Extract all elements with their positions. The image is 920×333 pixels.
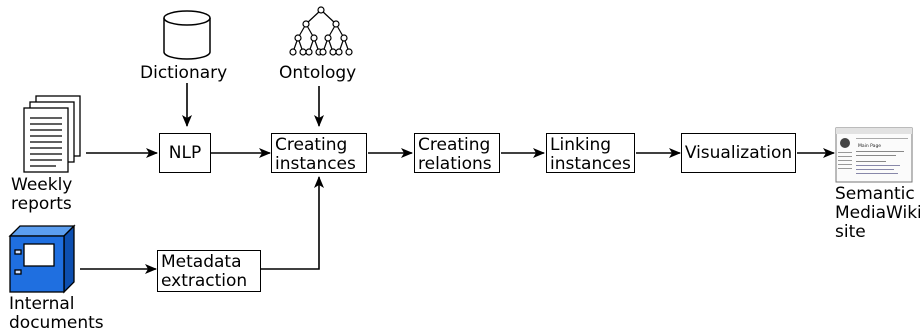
dictionary-label: Dictionary bbox=[140, 63, 228, 83]
ontology-tree-icon bbox=[289, 6, 353, 56]
documents-icon bbox=[23, 95, 81, 173]
creating-relations-box: Creating relations bbox=[414, 133, 500, 174]
binder-icon bbox=[8, 224, 76, 294]
semantic-mediawiki-site-label: Semantic MediaWiki site bbox=[835, 184, 920, 242]
arrow-metadata-instances bbox=[261, 176, 324, 270]
linking-instances-box: Linking instances bbox=[546, 133, 635, 174]
weekly-reports-label: Weekly reports bbox=[11, 175, 73, 214]
internal-documents-label: Internal documents bbox=[9, 294, 104, 333]
ontology-label: Ontology bbox=[279, 63, 357, 83]
visualization-box: Visualization bbox=[681, 133, 796, 173]
metadata-extraction-box: Metadata extraction bbox=[157, 250, 261, 292]
database-icon bbox=[163, 10, 211, 60]
nlp-box: NLP bbox=[159, 133, 211, 173]
creating-instances-box: Creating instances bbox=[271, 133, 367, 174]
flow-arrows bbox=[80, 83, 835, 274]
wiki-page-thumbnail: Main Page bbox=[835, 127, 913, 183]
wiki-title-text: Main Page bbox=[858, 143, 881, 149]
